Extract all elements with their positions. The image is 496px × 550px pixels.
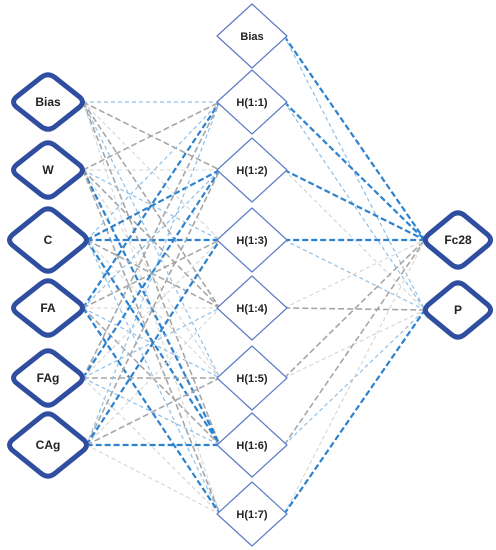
edge-in_cag-to-h3 xyxy=(85,239,221,446)
input-node-w-label: W xyxy=(42,163,54,177)
hidden-node-h4-shape xyxy=(216,275,288,341)
hidden-node-h4-label: H(1:4) xyxy=(236,303,268,315)
edge-h4-to-out_fc28 xyxy=(283,239,426,309)
output-layer: Fc28 P xyxy=(422,210,494,340)
hidden-node-h1-shape xyxy=(216,69,288,135)
hidden-node-h3-label: H(1:3) xyxy=(236,235,268,247)
edge-in_c-to-h7 xyxy=(86,239,221,515)
edge-in_fag-to-h1 xyxy=(82,101,221,379)
input-node-w: W xyxy=(11,140,85,200)
edge-h5-to-out_p xyxy=(283,309,426,379)
input-node-fag: FAg xyxy=(11,348,85,408)
edge-in_fa-to-h3 xyxy=(82,239,221,309)
edge-in_cag-to-h7 xyxy=(86,444,221,515)
connection-lines xyxy=(81,35,426,515)
output-node-p-shape xyxy=(422,280,494,340)
input-node-w-shape xyxy=(11,140,85,200)
edge-h1-to-out_fc28 xyxy=(283,101,426,241)
input-node-cag: CAg xyxy=(7,411,89,479)
edge-in_w-to-h4 xyxy=(82,169,221,309)
input-node-c-label: C xyxy=(44,233,53,247)
input-node-fag-label: FAg xyxy=(37,371,60,385)
output-node-fc28-label: Fc28 xyxy=(444,233,472,247)
hidden-node-h6-shape xyxy=(216,412,288,478)
edge-in_fa-to-h6 xyxy=(82,307,221,446)
input-node-cag-label: CAg xyxy=(36,438,61,452)
edge-in_bias-to-h4 xyxy=(82,101,221,309)
edge-in_cag-to-h1 xyxy=(86,101,221,446)
edge-in_cag-to-h4 xyxy=(86,307,221,446)
edge-h1-to-out_p xyxy=(283,101,426,311)
hidden-node-h5: H(1:5) xyxy=(216,345,288,411)
hidden-node-h6-label: H(1:6) xyxy=(236,440,268,452)
edge-h2-to-out_p xyxy=(283,169,426,311)
edge-in_fag-to-h4 xyxy=(82,307,221,379)
edge-h3-to-out_p xyxy=(283,239,426,311)
edge-h6-to-out_p xyxy=(283,309,426,446)
edge-in_fa-to-h7 xyxy=(82,307,221,515)
output-node-fc28-shape xyxy=(422,210,494,270)
edge-in_c-to-h5 xyxy=(86,239,221,379)
edge-in_cag-to-h2 xyxy=(85,169,221,446)
output-node-fc28: Fc28 xyxy=(422,210,494,270)
edge-in_w-to-h1 xyxy=(82,101,221,171)
hidden-node-h6: H(1:6) xyxy=(216,412,288,478)
edge-in_c-to-h2 xyxy=(86,169,221,241)
hidden-node-h2-shape xyxy=(216,137,288,203)
edge-in_fag-to-h6 xyxy=(82,377,221,446)
edge-in_w-to-h7 xyxy=(82,169,221,515)
output-node-p-label: P xyxy=(454,303,462,317)
hidden-node-h2-label: H(1:2) xyxy=(236,165,268,177)
hidden-node-h2: H(1:2) xyxy=(216,137,288,203)
input-node-fa: FA xyxy=(11,278,85,338)
input-node-cag-shape xyxy=(7,411,89,479)
input-node-c: C xyxy=(7,206,89,274)
hidden-node-h5-shape xyxy=(216,345,288,411)
edge-h_bias-to-out_p xyxy=(283,35,426,311)
hidden-node-h1-label: H(1:1) xyxy=(236,97,268,109)
hidden-node-h7-shape xyxy=(216,481,288,547)
edge-in_fa-to-h5 xyxy=(82,307,221,379)
hidden-layer: Bias H(1:1) H(1:2) H(1:3) H(1:4) H(1:5) xyxy=(216,3,288,547)
input-node-fa-shape xyxy=(11,278,85,338)
hidden-node-bias-label: Bias xyxy=(240,31,263,43)
hidden-node-h1: H(1:1) xyxy=(216,69,288,135)
hidden-node-bias: Bias xyxy=(216,3,288,69)
hidden-node-h3: H(1:3) xyxy=(216,207,288,273)
input-node-fag-shape xyxy=(11,348,85,408)
hidden-node-bias-shape xyxy=(216,3,288,69)
hidden-node-h5-label: H(1:5) xyxy=(236,373,268,385)
hidden-node-h7: H(1:7) xyxy=(216,481,288,547)
edge-h7-to-out_fc28 xyxy=(283,239,426,515)
edge-in_c-to-h1 xyxy=(86,101,221,241)
input-node-bias-shape xyxy=(11,72,85,132)
network-nodes: Bias W C FA FAg CAg xyxy=(7,3,494,547)
input-node-bias: Bias xyxy=(11,72,85,132)
edge-h7-to-out_p xyxy=(283,309,426,515)
edge-h4-to-out_p xyxy=(284,307,425,311)
edge-h2-to-out_fc28 xyxy=(283,169,426,241)
input-node-fa-label: FA xyxy=(40,301,56,315)
output-node-p: P xyxy=(422,280,494,340)
hidden-node-h4: H(1:4) xyxy=(216,275,288,341)
hidden-node-h7-label: H(1:7) xyxy=(236,509,268,521)
input-node-bias-label: Bias xyxy=(35,95,61,109)
edge-in_fa-to-h2 xyxy=(82,169,221,309)
hidden-node-h3-shape xyxy=(216,207,288,273)
edge-h5-to-out_fc28 xyxy=(283,239,426,379)
edge-in_fa-to-h1 xyxy=(82,101,221,309)
edge-h6-to-out_fc28 xyxy=(283,239,426,446)
edge-in_cag-to-h5 xyxy=(86,377,221,446)
edge-in_fag-to-h3 xyxy=(82,239,221,379)
input-node-c-shape xyxy=(7,206,89,274)
edge-in_fag-to-h2 xyxy=(82,169,221,379)
input-layer: Bias W C FA FAg CAg xyxy=(7,72,89,479)
edge-h_bias-to-out_fc28 xyxy=(283,35,426,241)
edge-in_w-to-h3 xyxy=(82,169,221,241)
